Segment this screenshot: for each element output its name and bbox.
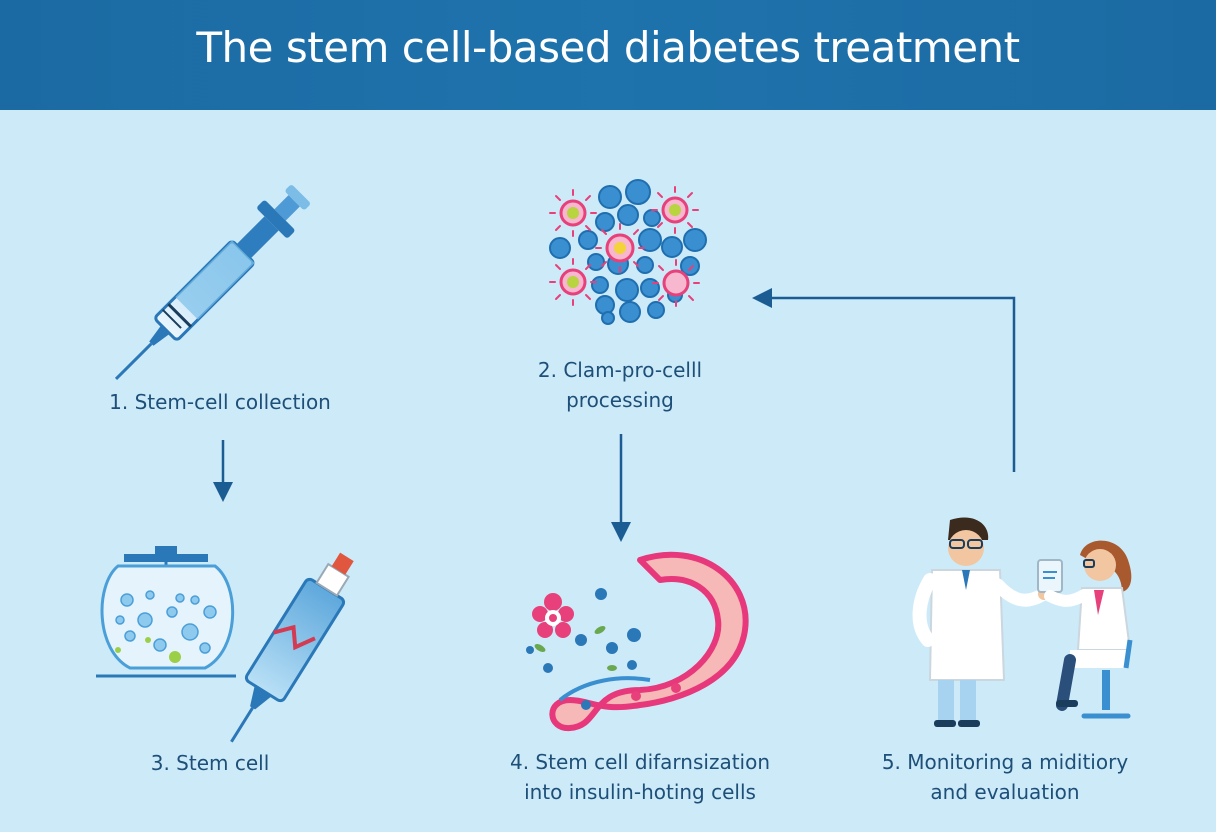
step-5-line-1: 5. Monitoring a miditiory — [881, 750, 1129, 774]
step-4-line-2: into insulin-hoting cells — [524, 780, 756, 804]
flow-arrows — [213, 288, 1016, 542]
step-5-label: 5. Monitoring a miditiory and evaluation — [860, 747, 1150, 807]
step-3-label: 3. Stem cell — [120, 748, 300, 778]
step-2-line-2: processing — [566, 388, 674, 412]
doctors-icon — [912, 517, 1133, 727]
step-3-line-1: 3. Stem cell — [150, 751, 270, 775]
step-1-label: 1. Stem-cell collection — [90, 387, 350, 417]
step-5-line-2: and evaluation — [930, 780, 1080, 804]
step-4-label: 4. Stem cell difarnsization into insulin… — [490, 747, 790, 807]
female-doctor — [1044, 540, 1133, 719]
page-title: The stem cell-based diabetes treatment — [196, 22, 1020, 72]
tablet-icon — [1037, 559, 1063, 593]
arrow-step5-to-step2 — [752, 288, 1016, 472]
pancreas-icon — [526, 551, 749, 731]
step-2-line-1: 2. Clam-pro-celll — [537, 358, 703, 382]
culture-jar-and-syringe-icon — [96, 546, 354, 743]
flower-cell — [532, 593, 574, 638]
syringe-icon — [114, 185, 310, 381]
culture-jar-icon — [96, 546, 236, 678]
male-doctor — [912, 517, 1050, 727]
title-banner: The stem cell-based diabetes treatment — [0, 0, 1216, 110]
step-1-line-1: 1. Stem-cell collection — [109, 390, 331, 414]
step-2-label: 2. Clam-pro-celll processing — [500, 355, 740, 415]
syringe-icon — [230, 552, 354, 743]
cells-cluster-icon — [549, 179, 707, 325]
cell-blue — [549, 179, 707, 325]
step-4-line-1: 4. Stem cell difarnsization — [509, 750, 771, 774]
